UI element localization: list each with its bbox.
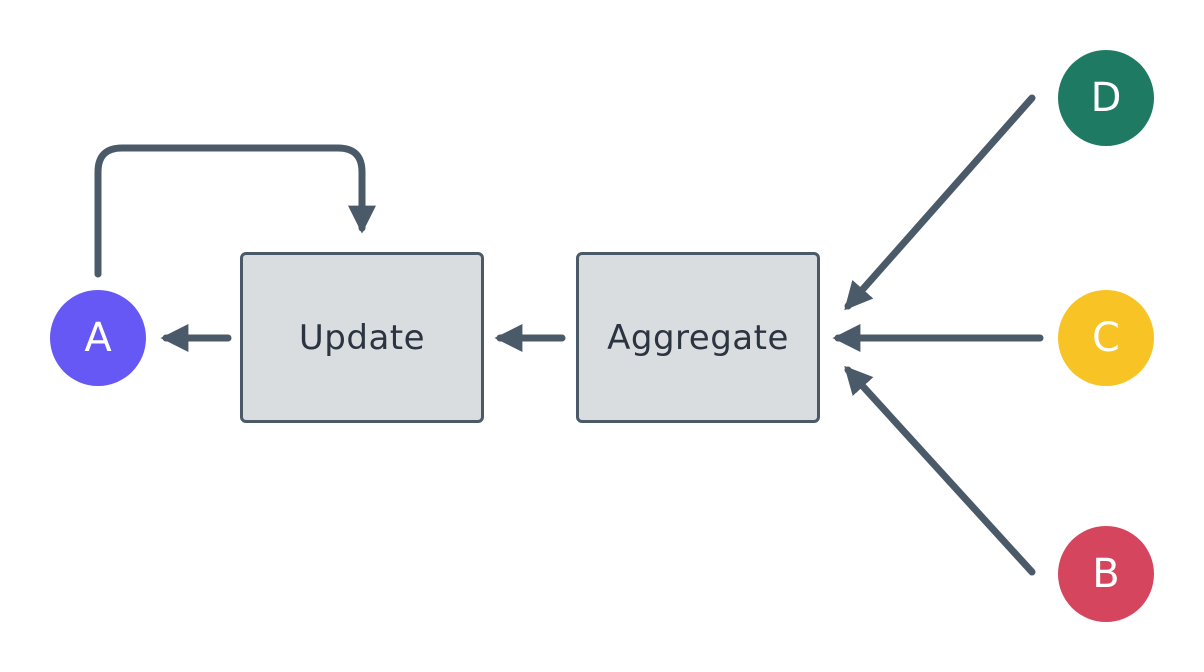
node-d-label: D (1090, 75, 1122, 121)
node-c-label: C (1092, 315, 1120, 361)
box-aggregate: Aggregate (576, 252, 820, 423)
edge-b-to-aggregate (844, 365, 1036, 576)
node-d: D (1058, 50, 1154, 146)
node-b: B (1058, 526, 1154, 622)
node-c: C (1058, 290, 1154, 386)
box-update-label: Update (298, 317, 426, 358)
edge-d-to-aggregate (844, 94, 1036, 311)
box-update: Update (240, 252, 484, 423)
node-b-label: B (1092, 551, 1120, 597)
node-a-label: A (84, 315, 112, 361)
box-aggregate-label: Aggregate (607, 317, 789, 358)
edge-a-to-update-loop (94, 144, 376, 278)
node-a: A (50, 290, 146, 386)
